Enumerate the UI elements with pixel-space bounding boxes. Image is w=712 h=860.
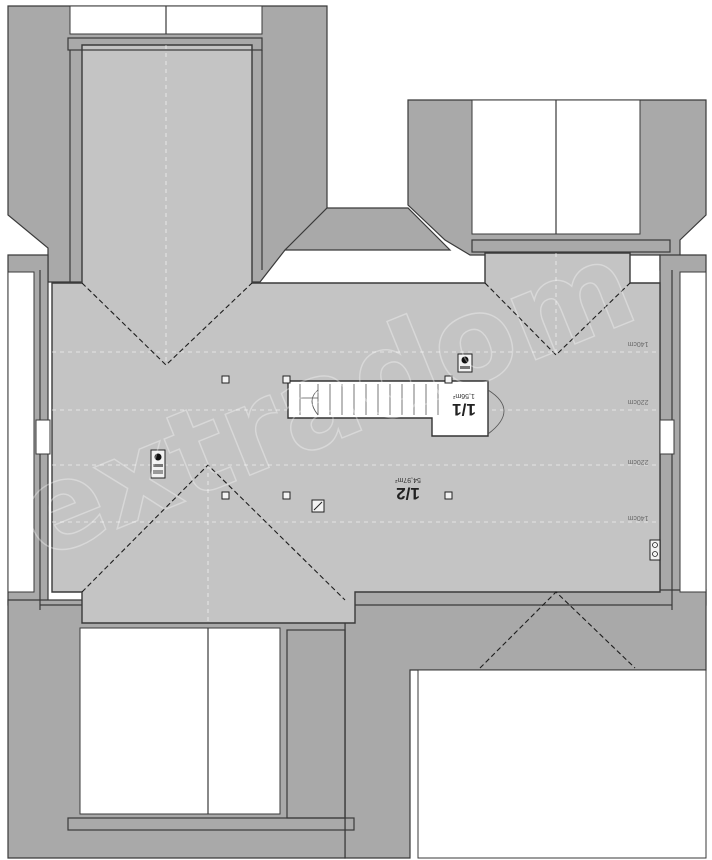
stair-treads <box>299 384 439 415</box>
door-swing <box>487 389 505 435</box>
hip-line-south-left <box>81 464 346 601</box>
column-icon <box>221 491 230 500</box>
room-label-stair: 1/1 1,56m² <box>452 392 476 419</box>
south-inner-wall <box>286 629 346 819</box>
chimney-icon <box>457 353 473 373</box>
hip-line-north-right <box>484 282 631 356</box>
openings <box>7 5 707 859</box>
east-window <box>659 419 675 455</box>
staircase <box>287 380 505 437</box>
column-icon <box>444 491 453 500</box>
roof-hip-lines <box>81 282 636 669</box>
south-left-opening <box>79 627 281 815</box>
electrical-outlet-icon <box>649 539 661 561</box>
south-right-opening <box>417 669 707 859</box>
room-area: 1,56m² <box>452 392 474 399</box>
west-window <box>35 419 51 455</box>
column-icon <box>282 375 291 384</box>
room-label-attic: 1/2 54,97m² <box>394 476 420 503</box>
dimension-label: 220cm <box>627 458 648 465</box>
room-number: 1/1 <box>452 400 476 419</box>
hip-line-south-right <box>479 591 636 669</box>
column-icon <box>282 491 291 500</box>
dimension-label: 140cm <box>627 340 648 347</box>
stair-handrail-curve <box>311 389 319 416</box>
chimney-icon <box>150 449 166 479</box>
north-left-wall <box>67 37 263 51</box>
roof-central-ridge <box>283 207 452 251</box>
symbols <box>150 353 661 561</box>
north-right-wall <box>471 239 671 253</box>
room-number: 1/2 <box>396 484 420 503</box>
dimension-label: 220cm <box>627 398 648 405</box>
column-icon <box>221 375 230 384</box>
east-opening <box>679 271 707 593</box>
south-left-wall <box>67 817 355 831</box>
dimension-label: 140cm <box>627 514 648 521</box>
room-area: 54,97m² <box>394 476 420 483</box>
vent-icon <box>311 499 325 513</box>
west-opening <box>7 271 35 593</box>
column-icon <box>444 375 453 384</box>
hip-line-north-left <box>81 282 253 366</box>
